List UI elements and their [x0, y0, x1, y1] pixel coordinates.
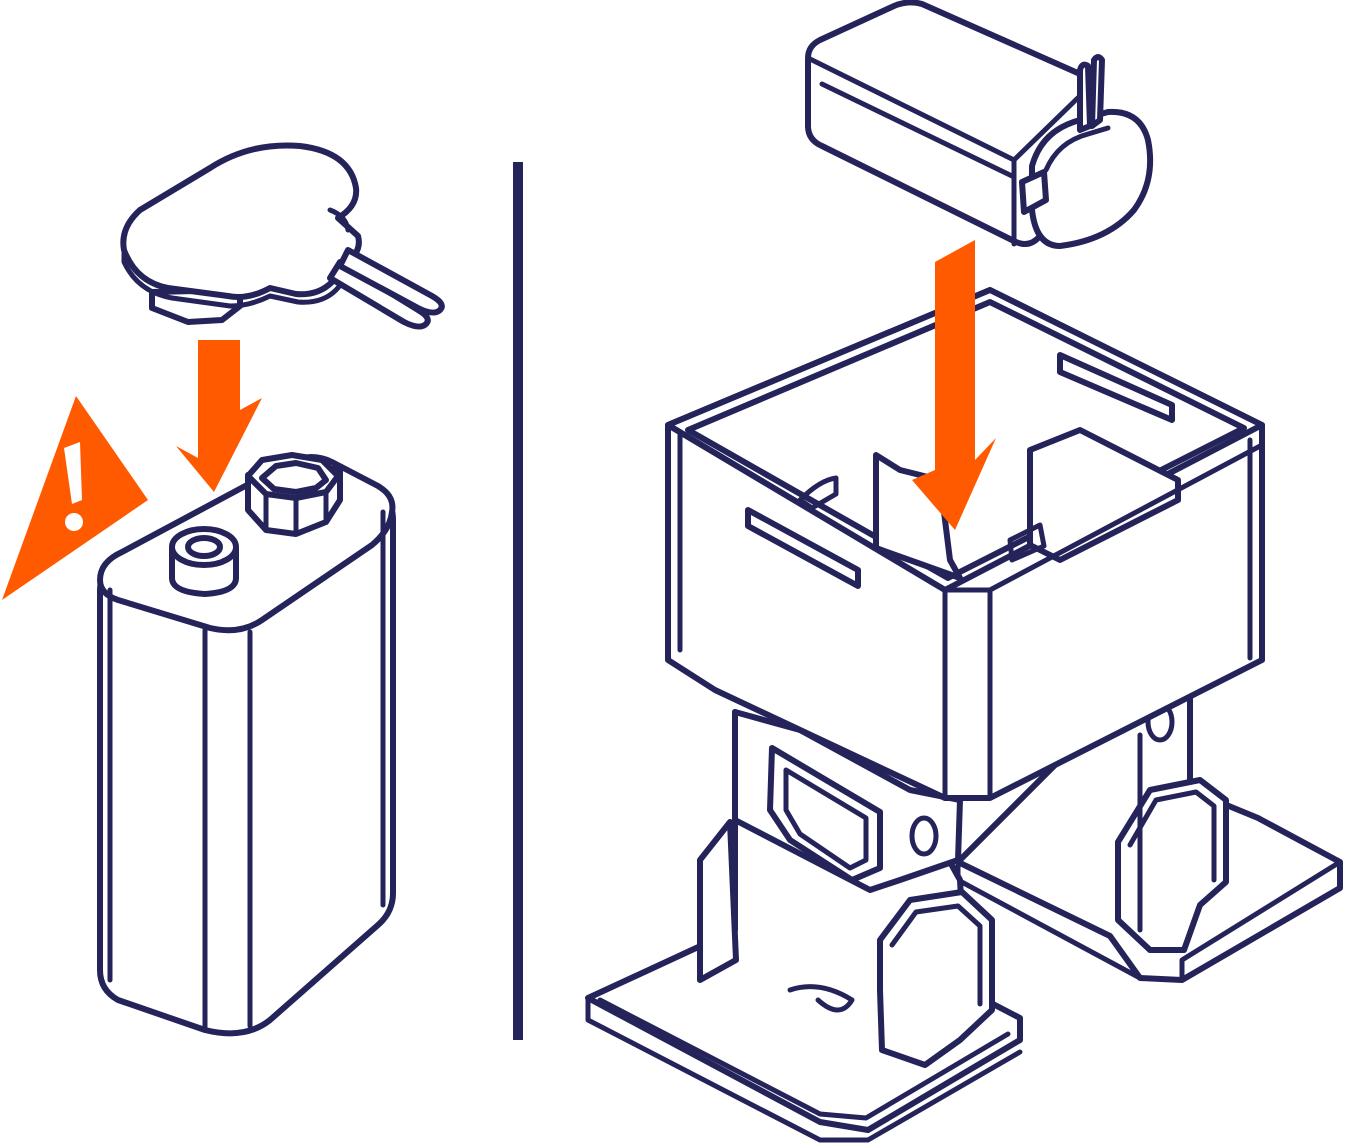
robot-leg-left-icon [585, 709, 1023, 1143]
battery-clip-icon [120, 142, 445, 330]
down-arrow-icon [912, 240, 996, 530]
left-panel [2, 142, 445, 1037]
battery-with-clip-icon [805, 0, 1154, 249]
exclamation-dot [65, 513, 83, 531]
warning-triangle-icon [2, 396, 148, 600]
right-panel [585, 0, 1343, 1143]
nine-volt-battery-icon [97, 452, 396, 1037]
down-arrow-icon [176, 340, 262, 492]
